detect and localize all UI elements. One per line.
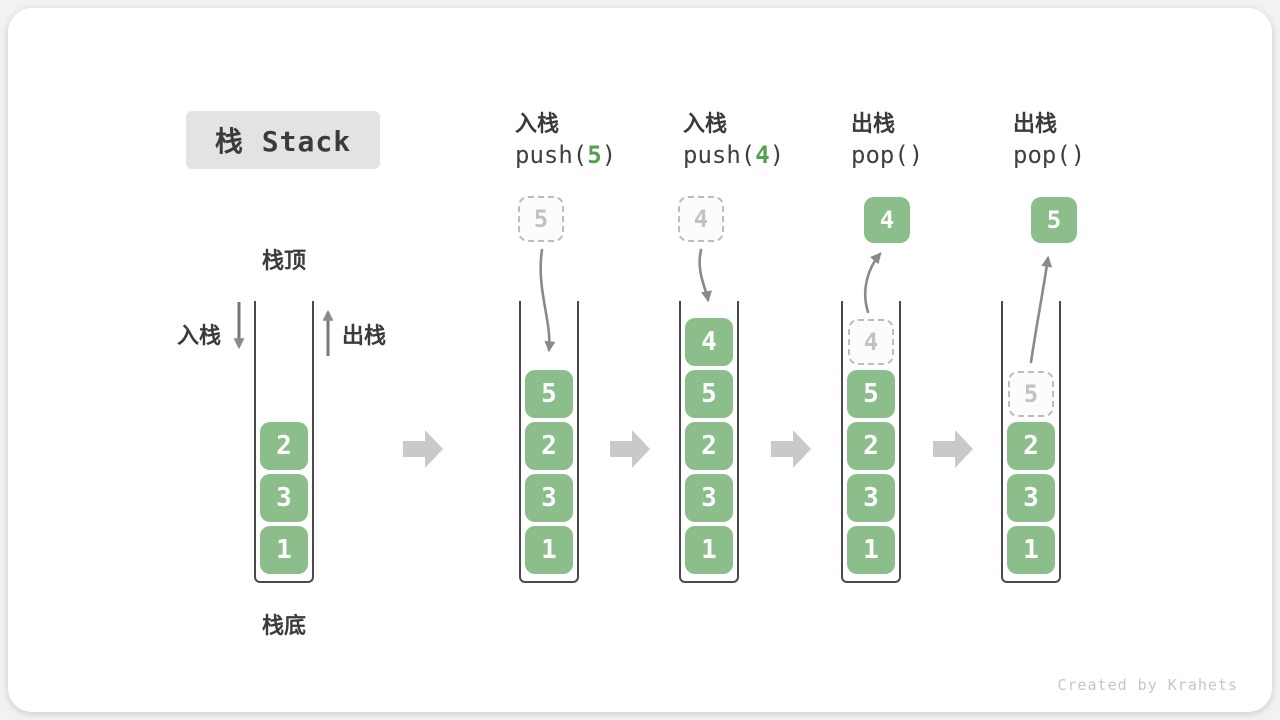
stack-top-label: 栈顶 [261,249,306,274]
stack-cell: 1 [260,526,308,574]
floating-value-box: 5 [518,196,564,242]
code-pre: push( [683,141,756,169]
stack-container-initial: 2 3 1 [254,301,314,583]
stack-cell: 5 [685,370,733,418]
stack-container-push5: 5 2 3 1 [519,301,579,583]
op-code-pop: pop() [1013,141,1086,169]
stack-cell: 1 [685,526,733,574]
next-state-arrow [771,430,811,468]
stack-cell: 5 [847,370,895,418]
op-label-push: 入栈 [515,112,560,137]
stack-cell: 3 [260,474,308,522]
stack-cell: 3 [685,474,733,522]
stack-cell-removed: 5 [1008,371,1054,417]
pop-side-label: 出栈 [342,324,387,349]
watermark: Created by Krahets [1057,676,1238,694]
stack-cell: 2 [260,422,308,470]
stack-cell: 2 [525,422,573,470]
code-arg: 4 [755,141,770,169]
stack-cell: 4 [685,318,733,366]
next-state-arrow [610,430,650,468]
op-label-push: 入栈 [683,112,728,137]
op-code-push5: push(5) [515,141,616,169]
code-post: ) [601,141,617,169]
floating-value-box: 4 [678,196,724,242]
code-pre: push( [515,141,588,169]
stack-cell: 2 [1007,422,1055,470]
next-state-arrow [933,430,973,468]
stack-cell: 3 [1007,474,1055,522]
stack-cell: 1 [1007,526,1055,574]
stack-cell: 1 [847,526,895,574]
push4-arrow [698,248,712,303]
op-code-push4: push(4) [683,141,784,169]
popped-value-box: 4 [864,197,910,243]
stack-cell: 1 [525,526,573,574]
next-state-arrow [403,430,443,468]
stack-container-pop4: 4 5 2 3 1 [841,301,901,583]
op-code-pop: pop() [851,141,924,169]
stack-container-pop5: 5 2 3 1 [1001,301,1061,583]
stack-cell: 2 [847,422,895,470]
push-side-label: 入栈 [177,324,222,349]
code-post: ) [769,141,785,169]
stack-cell-removed: 4 [848,319,894,365]
op-label-pop: 出栈 [851,112,896,137]
diagram-title: 栈 Stack [186,111,380,169]
stack-container-push4: 4 5 2 3 1 [679,301,739,583]
stack-cell: 3 [525,474,573,522]
stack-cell: 3 [847,474,895,522]
popped-value-box: 5 [1031,197,1077,243]
stack-cell: 5 [525,370,573,418]
op-label-pop: 出栈 [1013,112,1058,137]
code-arg: 5 [587,141,602,169]
stack-cell: 2 [685,422,733,470]
stack-bottom-label: 栈底 [261,614,306,639]
